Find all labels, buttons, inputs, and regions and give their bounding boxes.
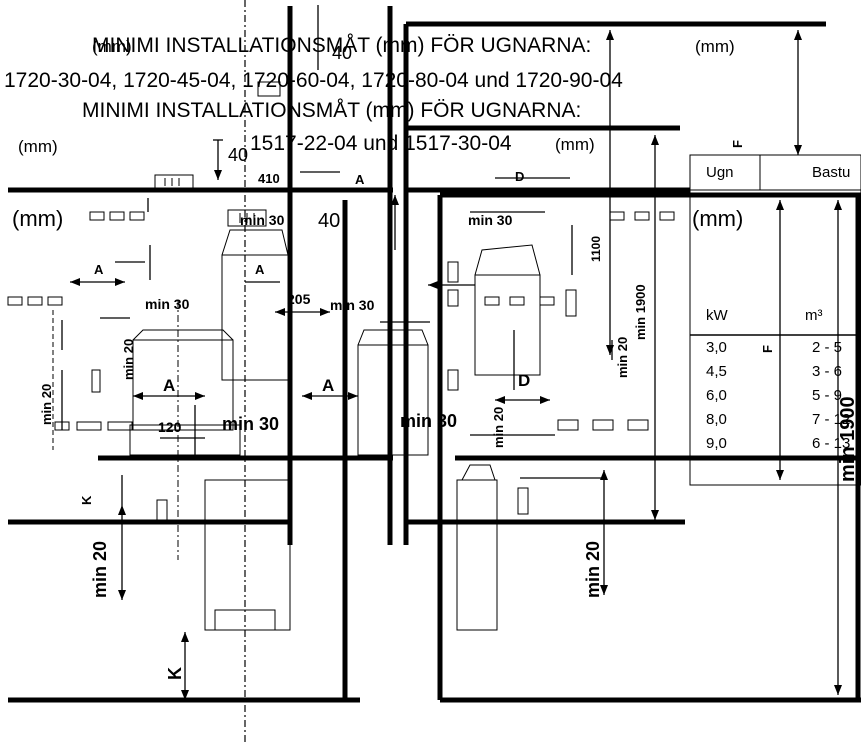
dim-A-small-2: A [255, 262, 265, 277]
heading-line-4: 1517-22-04 und 1517-30-04 [250, 132, 512, 155]
heater-mid-body [357, 344, 429, 456]
dim-205: 205 [287, 291, 311, 307]
unit-mm-small: (mm) [18, 137, 58, 156]
unit-mm-top-overlap: (mm) [695, 37, 735, 56]
table-row-kw: 6,0 [706, 387, 727, 404]
table-row-kw: 3,0 [706, 339, 727, 356]
dim-D-mid: D [518, 371, 531, 390]
heater-stand [204, 479, 291, 631]
dim-A-top: A [355, 172, 365, 187]
dim-40-mid: 40 [228, 145, 249, 165]
dim-min30-4: min 30 [468, 212, 513, 228]
dim-A-big-2: A [322, 376, 335, 395]
unit-mm-big-right: (mm) [692, 206, 744, 231]
heater-big-top [221, 229, 289, 256]
table-unit-m3: m³ [805, 307, 823, 324]
dim-min20-big-2: min 20 [583, 540, 603, 598]
table-unit-kw: kW [706, 307, 728, 324]
table-row-vol: 2 - 5 [812, 339, 843, 356]
dim-410: 410 [258, 171, 280, 186]
heater-right-body [474, 274, 541, 376]
dim-1100: 1100 [589, 235, 603, 262]
unit-mm-top-left: (mm) [92, 37, 132, 56]
table-frame [689, 154, 861, 486]
table-col-ugn: Ugn [706, 164, 734, 181]
dim-120: 120 [158, 419, 182, 435]
heater-small-top [132, 329, 234, 341]
table-row-kw: 9,0 [706, 435, 727, 452]
heater-small-body [132, 339, 234, 431]
table-row-vol: 7 - 12 [812, 411, 851, 428]
table-col-bastu: Bastu [812, 164, 851, 181]
dim-A-small-1: A [94, 262, 104, 277]
unit-mm-big-left: (mm) [12, 206, 64, 231]
dim-A-big-1: A [163, 376, 176, 395]
dim-min30-big-2: min 30 [400, 411, 458, 431]
table-row-kw: 8,0 [706, 411, 727, 428]
heading-line-1: MINIMI INSTALLATIONSMÅT (mm) FÖR UGNARNA… [92, 34, 592, 57]
dim-D-top: D [515, 169, 525, 184]
dim-min20-v4: min 20 [491, 406, 506, 448]
dim-min20-big-1: min 20 [90, 540, 110, 598]
dim-K-small: K [79, 495, 94, 505]
unit-mm-mid: (mm) [555, 135, 595, 154]
dim-min20-v1: min 20 [121, 338, 136, 380]
table-row-vol: 3 - 6 [812, 363, 843, 380]
table-row-vol: 6 - 13 [812, 435, 851, 452]
heater-big-body [221, 254, 289, 381]
dim-min30-1: min 30 [240, 212, 285, 228]
dim-F-top: F [730, 140, 745, 148]
dim-min20-v3: min 20 [615, 336, 630, 378]
dim-40-top: 40 [332, 43, 353, 63]
dim-min30-2: min 30 [145, 296, 190, 312]
heading-line-3: MINIMI INSTALLATIONSMÅT (mm) FÖR UGNARNA… [82, 99, 582, 122]
table-row-vol: 5 - 9 [812, 387, 843, 404]
table-row-kw: 4,5 [706, 363, 727, 380]
dim-min30-big-1: min 30 [222, 414, 280, 434]
dim-min1900-small: min 1900 [633, 284, 648, 340]
heater-base [129, 424, 241, 456]
dim-K-big: K [165, 667, 185, 680]
dim-min20-v2: min 20 [39, 383, 54, 425]
heading-line-2: 1720-30-04, 1720-45-04, 1720-60-04, 1720… [4, 69, 623, 92]
dim-40-side: 40 [318, 210, 341, 232]
sensor-dashes [7, 211, 675, 525]
dim-F-mid: F [760, 345, 775, 353]
dim-min30-3: min 30 [330, 297, 375, 313]
heater-right-stand [456, 479, 498, 631]
